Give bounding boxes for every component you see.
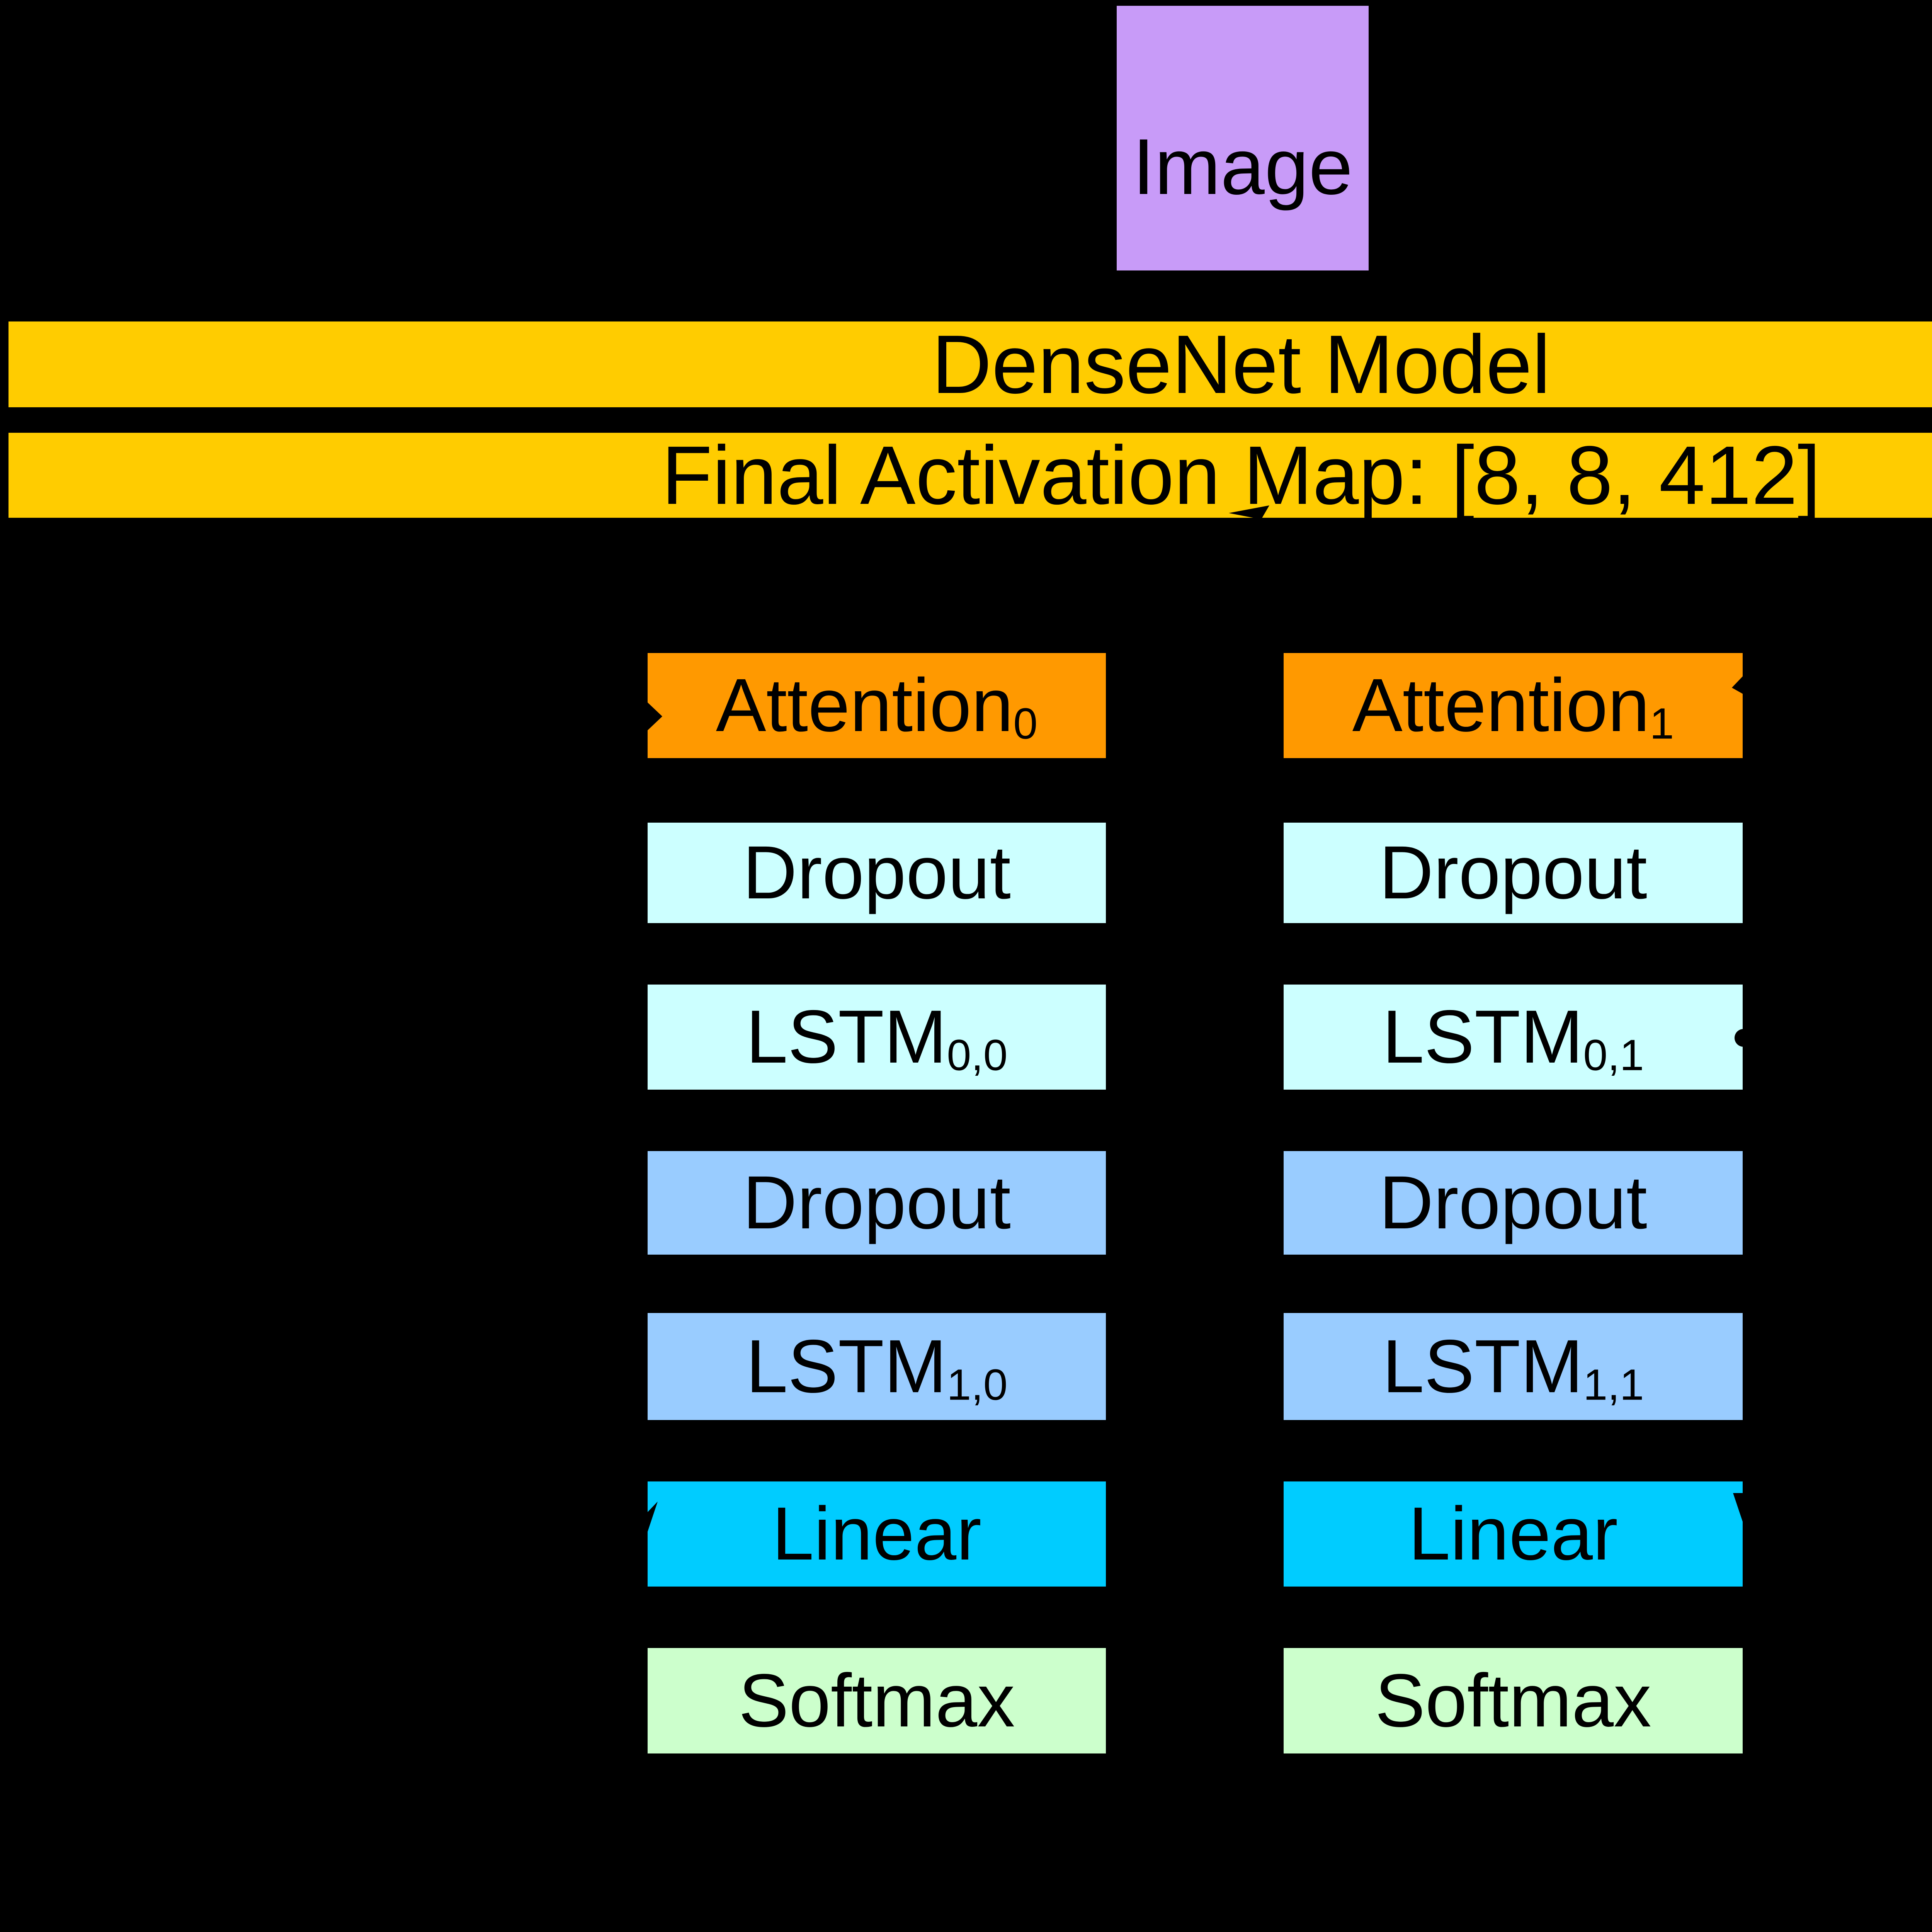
linear-box-1: Linear	[1284, 1481, 1743, 1587]
dropout-bottom-0-label: Dropout	[743, 1160, 1011, 1245]
linear-0-label: Linear	[772, 1492, 982, 1576]
linear-1-label: Linear	[1408, 1492, 1618, 1576]
dropout-bottom-1-label: Dropout	[1379, 1160, 1647, 1245]
lstm-1-1-subscript: 1,1	[1583, 1360, 1644, 1409]
softmax-1-label: Softmax	[1375, 1658, 1651, 1743]
dropout-top-box-0: Dropout	[648, 823, 1106, 923]
dropout-top-box-1: Dropout	[1284, 823, 1743, 923]
lstm-0-0-subscript: 0,0	[947, 1031, 1008, 1080]
softmax-0-label: Softmax	[738, 1658, 1015, 1743]
dropout-top-0-label: Dropout	[743, 830, 1011, 915]
lstm-1-0-subscript: 1,0	[947, 1360, 1008, 1409]
attention-0-label: Attention	[716, 663, 1014, 748]
dropout-bottom-box-1: Dropout	[1284, 1151, 1743, 1255]
image-input-box: Image	[1117, 6, 1369, 270]
lstm-0-1-subscript: 0,1	[1583, 1031, 1644, 1080]
dropout-top-1-label: Dropout	[1379, 830, 1647, 915]
lstm-1-0-label: LSTM	[746, 1324, 947, 1408]
image-input-label: Image	[1133, 122, 1353, 211]
softmax-box-1: Softmax	[1284, 1648, 1743, 1753]
densenet-model-bar: DenseNet Model	[9, 321, 1932, 407]
lstm-1-1-label: LSTM	[1382, 1324, 1583, 1408]
lstm-0-1-label: LSTM	[1382, 995, 1583, 1079]
final-activation-map-bar: Final Activation Map: [8, 8, 412]	[9, 433, 1932, 518]
final-activation-map-label: Final Activation Map: [8, 8, 412]	[662, 428, 1821, 522]
softmax-box-0: Softmax	[648, 1648, 1106, 1753]
linear-box-0: Linear	[648, 1481, 1106, 1587]
attention-1-subscript: 1	[1650, 699, 1674, 748]
arrow-dot-lstm-0-1-right-icon	[1735, 1029, 1752, 1047]
lstm-0-0-label: LSTM	[746, 995, 947, 1079]
attention-1-label: Attention	[1352, 663, 1650, 748]
dropout-bottom-box-0: Dropout	[648, 1151, 1106, 1255]
densenet-model-label: DenseNet Model	[932, 317, 1551, 411]
attention-0-subscript: 0	[1013, 699, 1038, 748]
